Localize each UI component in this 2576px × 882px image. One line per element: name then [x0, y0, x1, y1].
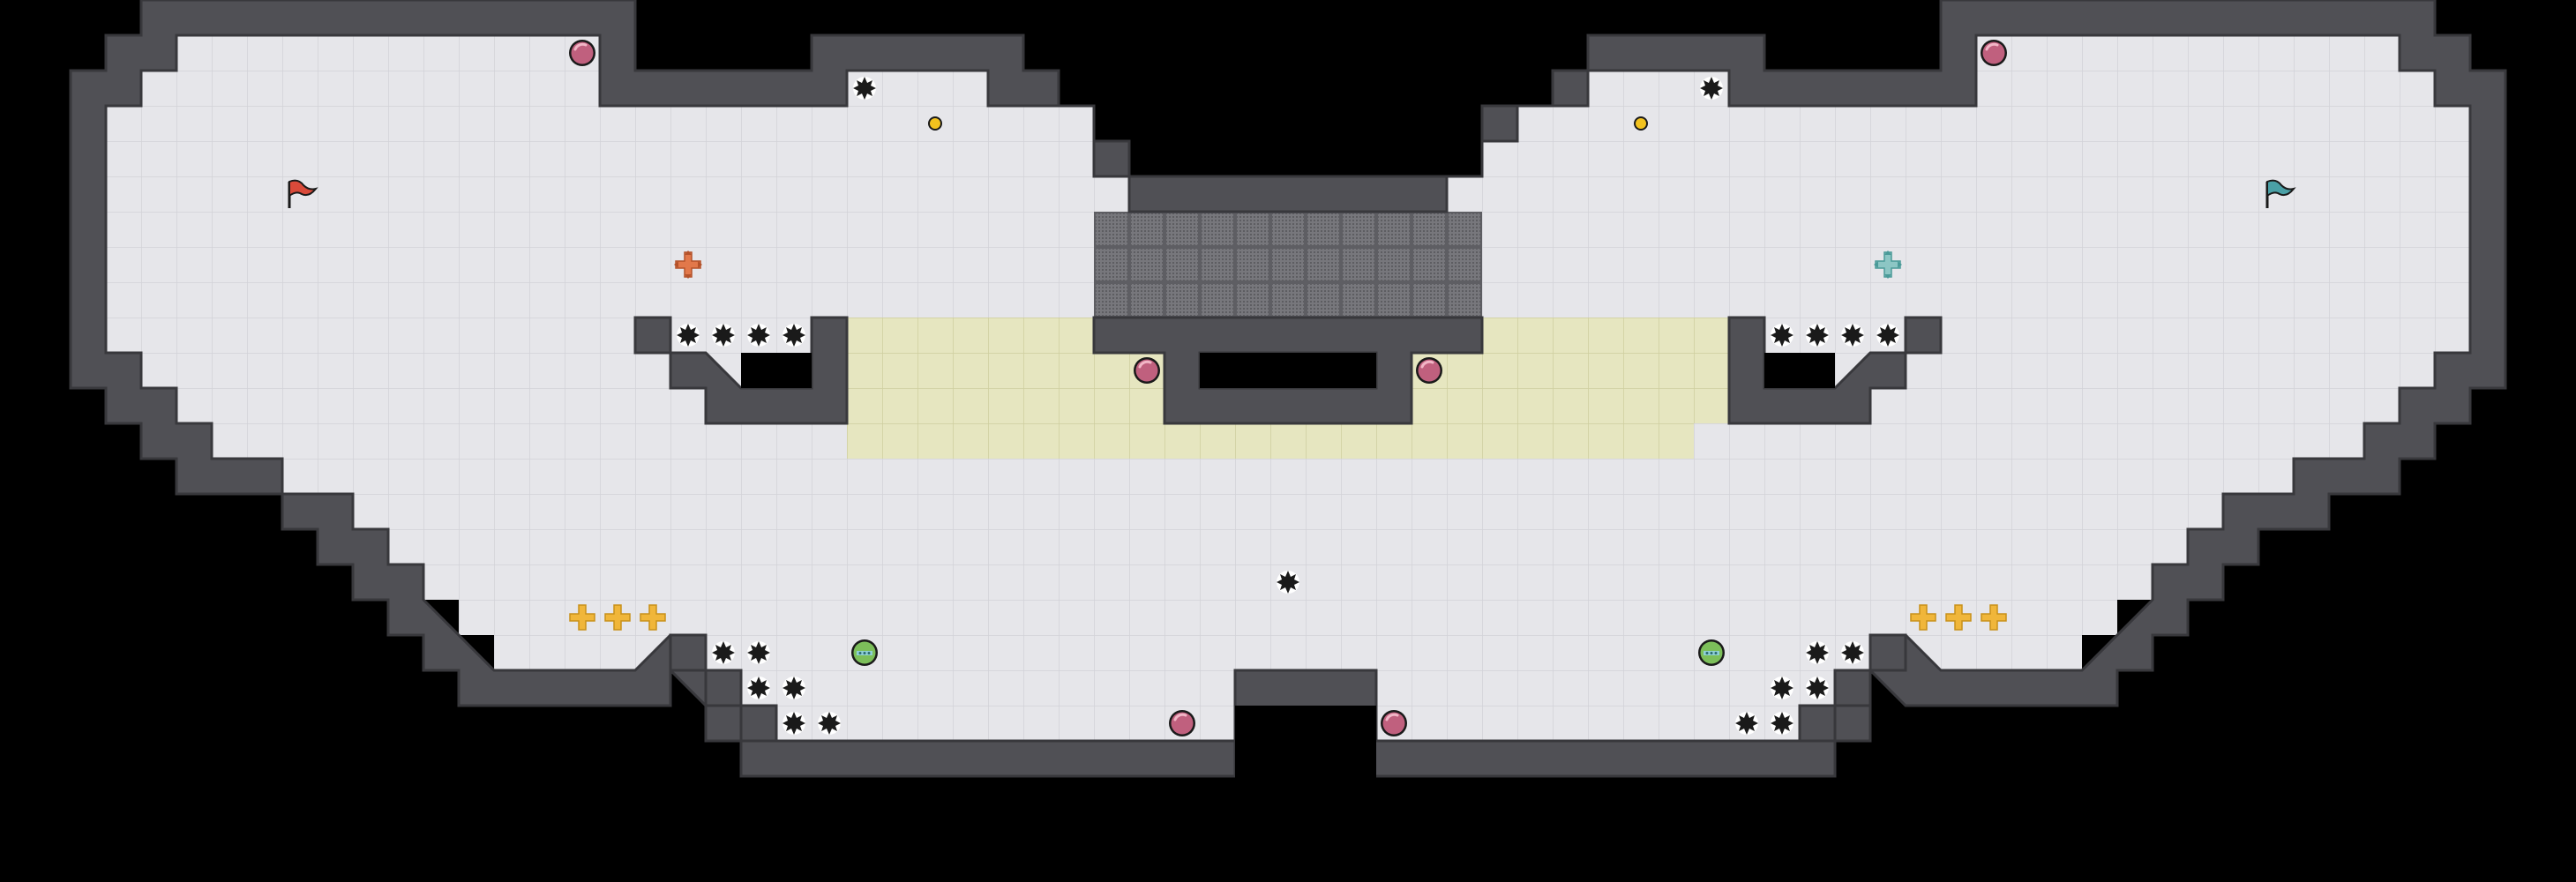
wall	[669, 633, 778, 743]
wall	[633, 316, 672, 355]
spike-icon	[1841, 324, 1864, 347]
spike-icon	[1277, 571, 1299, 594]
void	[1235, 706, 1376, 794]
grate-tile	[1094, 212, 1482, 318]
void	[1764, 353, 1835, 388]
powerup-orb-icon[interactable]	[1132, 355, 1162, 385]
spike-icon	[1771, 324, 1793, 347]
spike-icon	[783, 324, 805, 347]
spike-icon	[1806, 641, 1829, 664]
spike-icon	[1771, 676, 1793, 699]
spike-icon	[1876, 324, 1899, 347]
spike-icon	[1806, 324, 1829, 347]
spike-icon	[1700, 77, 1723, 100]
powerup-orb-icon[interactable]	[567, 38, 597, 68]
spike-icon	[712, 641, 735, 664]
spike-icon	[783, 676, 805, 699]
spike-icon	[783, 712, 805, 735]
void	[1200, 353, 1376, 388]
void	[741, 353, 812, 388]
neutral-powerup-orb-icon[interactable]	[1698, 639, 1725, 666]
spike-icon	[1806, 676, 1829, 699]
coin-icon[interactable]	[1634, 116, 1648, 131]
spike-icon	[818, 712, 841, 735]
powerup-orb-icon[interactable]	[1379, 708, 1409, 738]
spike-icon	[1841, 641, 1864, 664]
powerup-orb-icon[interactable]	[1414, 355, 1444, 385]
walls	[69, 0, 2507, 778]
coin-icon[interactable]	[928, 116, 942, 131]
spike-icon	[1771, 712, 1793, 735]
spike-icon	[677, 324, 700, 347]
spike-icon	[747, 324, 770, 347]
wall	[69, 0, 2507, 778]
spike-icon	[853, 77, 876, 100]
spike-icon	[1735, 712, 1758, 735]
powerup-orb-icon[interactable]	[1979, 38, 2009, 68]
spike-icon	[747, 641, 770, 664]
neutral-powerup-orb-icon[interactable]	[851, 639, 878, 666]
spike-icon	[712, 324, 735, 347]
wall	[1798, 633, 1907, 743]
spike-icon	[747, 676, 770, 699]
wall	[1904, 316, 1943, 355]
powerup-orb-icon[interactable]	[1167, 708, 1197, 738]
